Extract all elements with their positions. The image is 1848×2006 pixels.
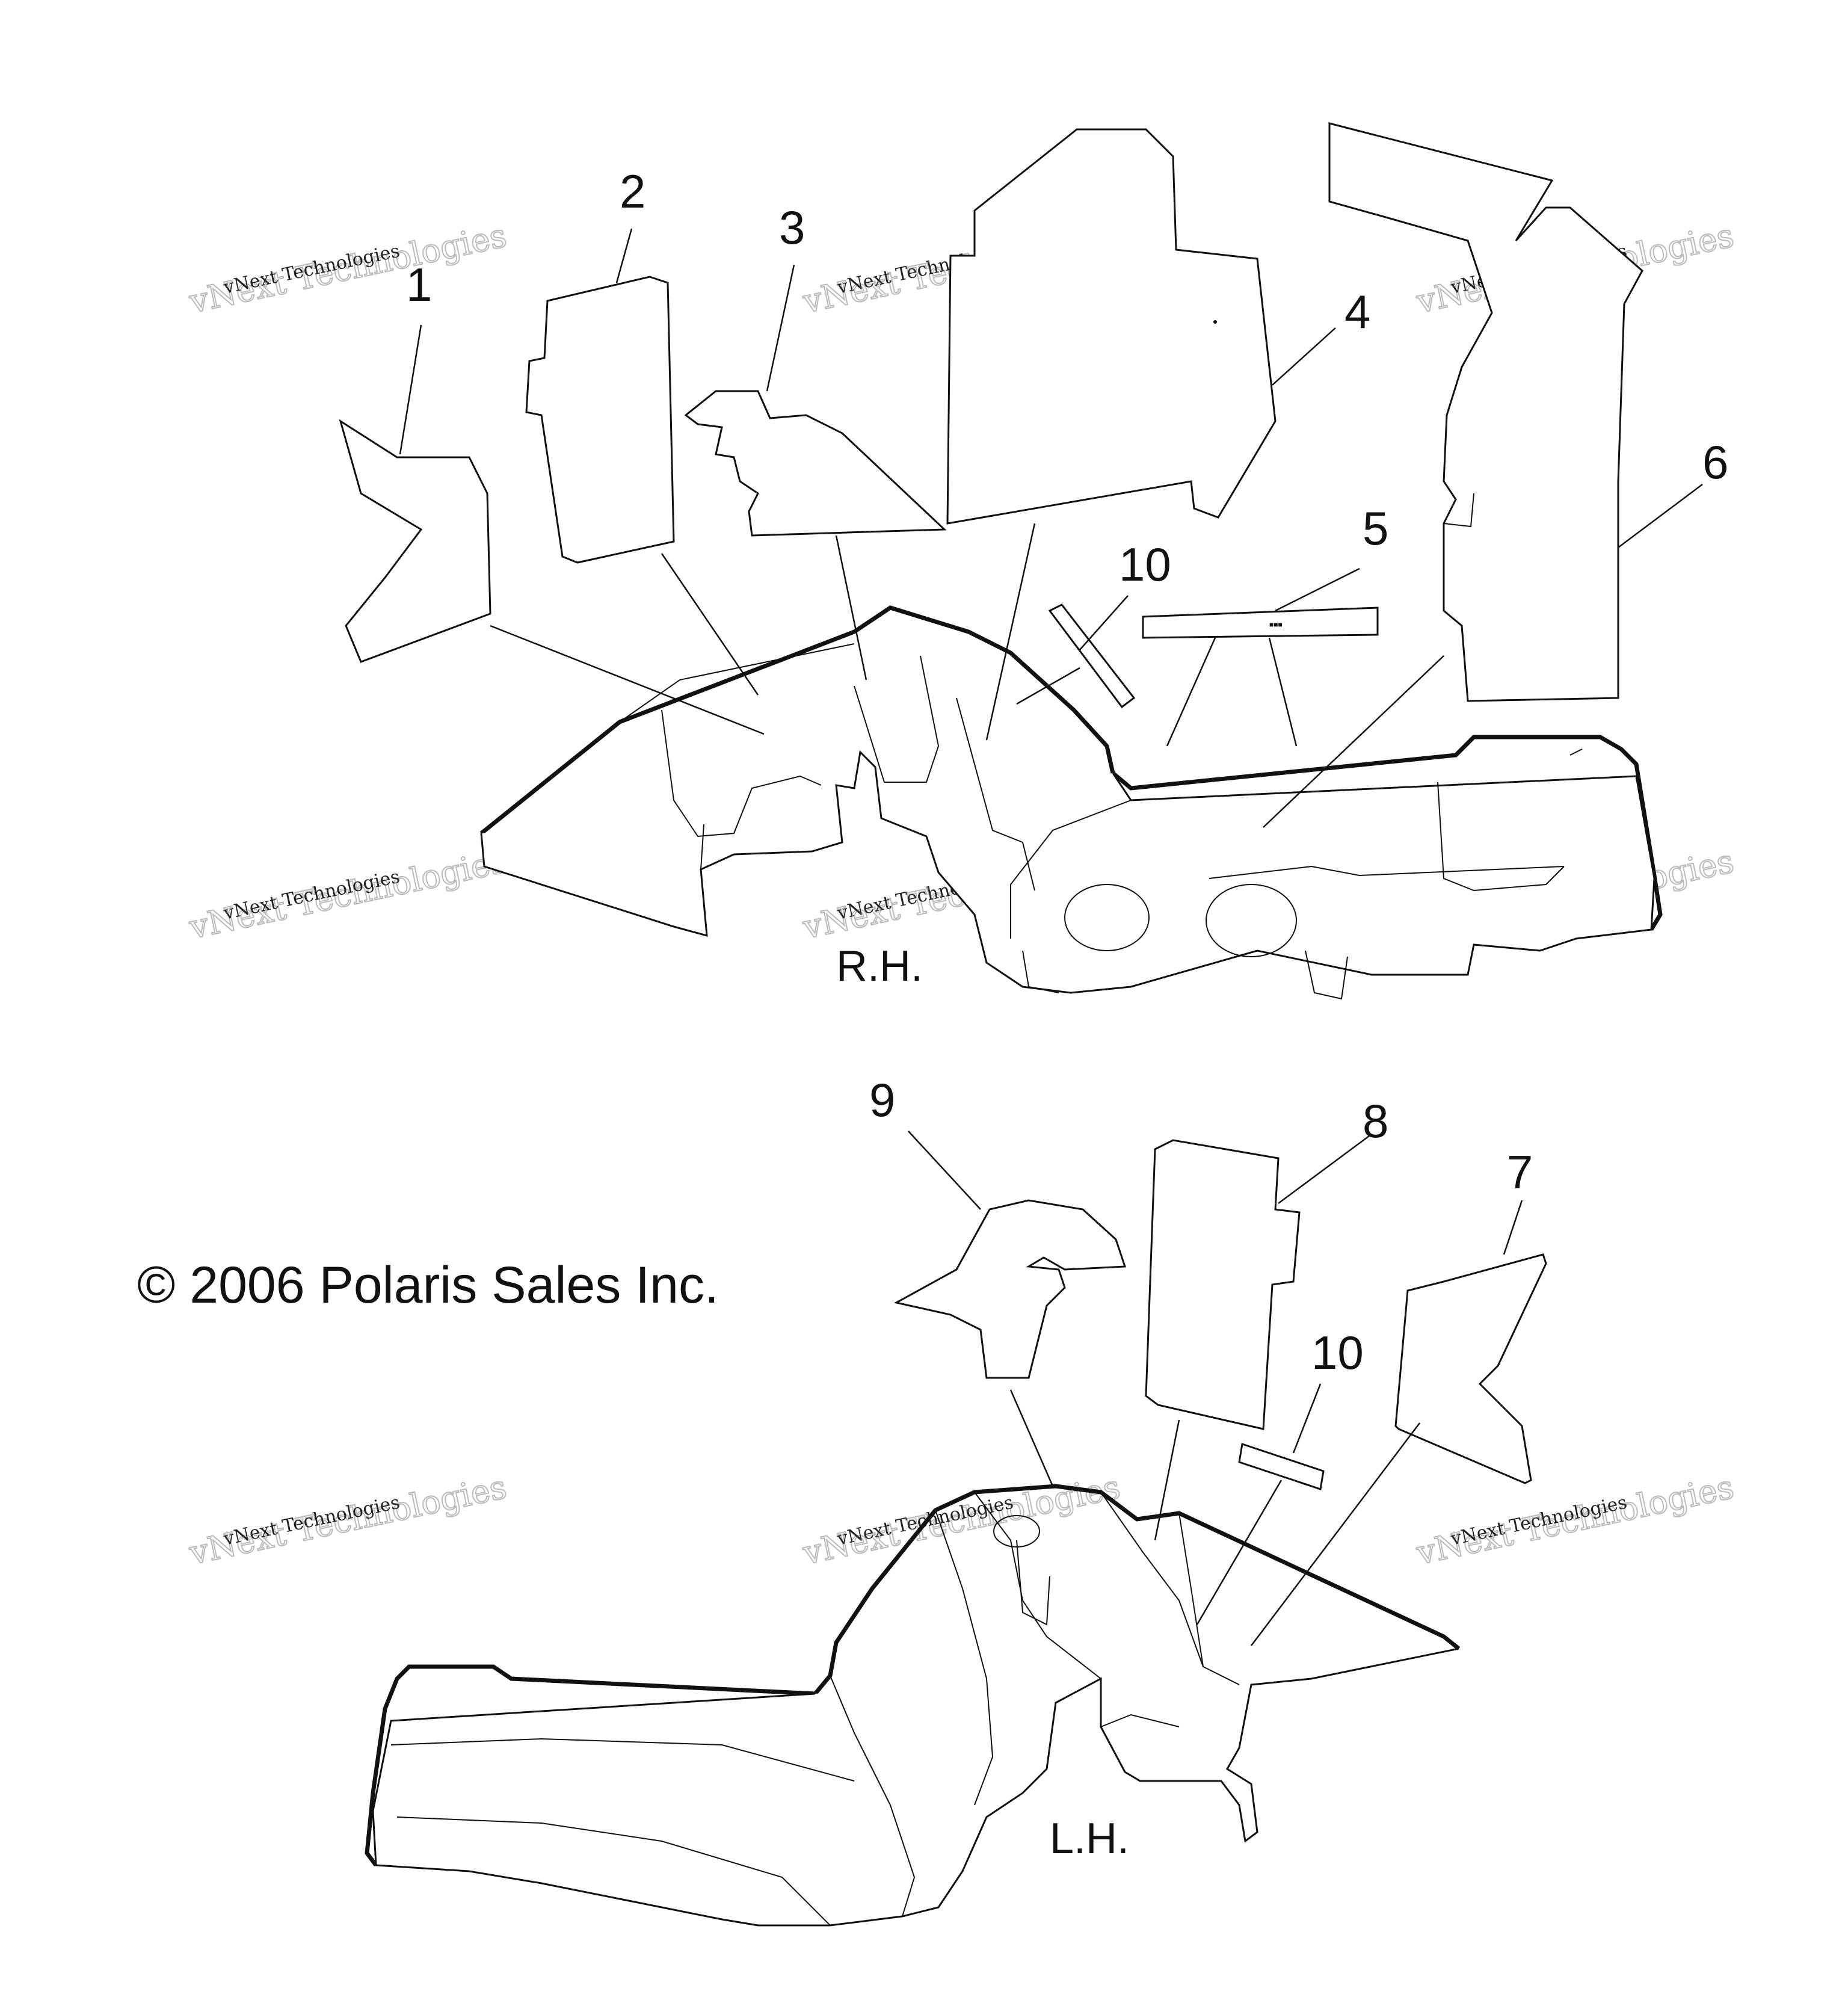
rh-fender [479, 605, 1663, 1000]
callout-1: 1 [406, 258, 432, 311]
part-6-notch [1443, 493, 1474, 528]
leader-9b [1009, 1389, 1054, 1487]
leader-9 [908, 1131, 981, 1210]
leader-6 [1618, 484, 1703, 548]
part-7-panel [1394, 1253, 1547, 1484]
callout-5: 5 [1363, 502, 1388, 555]
part-4-panel [946, 128, 1277, 525]
part-3-panel [684, 390, 947, 537]
rh-cutout-rear [1206, 884, 1297, 957]
watermark: vNext Technologies vNext Technologies [799, 1467, 1124, 1573]
leader-7 [1503, 1200, 1523, 1255]
watermark: vNext Technologies vNext Technologies [185, 216, 511, 321]
lh-fender [365, 1484, 1461, 1927]
callout-4: 4 [1344, 285, 1370, 338]
callout-6: 6 [1702, 436, 1728, 489]
leader-3b [835, 535, 867, 680]
rh-label: R.H. [836, 942, 923, 990]
lh-assembly: 9 8 7 10 L.H. [365, 1073, 1547, 1927]
part-6-panel [1328, 122, 1643, 702]
part-1-panel [339, 419, 491, 663]
leader-2 [615, 228, 633, 283]
part-5-mark: ■■■ [1269, 620, 1283, 629]
part-5-strip [1142, 606, 1379, 639]
part-10-strip-lower [1238, 1443, 1325, 1490]
leader-1b [490, 625, 765, 735]
part-9-panel [893, 1199, 1127, 1379]
callout-10-lower: 10 [1311, 1326, 1364, 1379]
leader-6b [1263, 655, 1444, 828]
leader-5c [1268, 637, 1298, 747]
leader-10b [1016, 667, 1080, 705]
watermark: vNext Technologies vNext Technologies [1412, 1467, 1738, 1573]
callout-2: 2 [620, 165, 645, 218]
leader-7b [1251, 1422, 1420, 1646]
part-10-strip-upper [1048, 603, 1136, 709]
part-4-dot [1213, 320, 1217, 324]
callout-7: 7 [1507, 1146, 1533, 1199]
leader-10-lower-b [1196, 1480, 1283, 1625]
rh-assembly: ■■■ [339, 122, 1728, 1000]
leader-10 [1079, 595, 1129, 650]
rh-cutout-front [1064, 884, 1150, 951]
callout-8: 8 [1363, 1094, 1388, 1147]
leader-4 [1272, 327, 1336, 386]
callout-10-upper: 10 [1119, 538, 1171, 591]
callout-3: 3 [779, 201, 805, 254]
leader-8 [1278, 1133, 1372, 1205]
leader-1 [399, 324, 422, 455]
leader-5 [1275, 567, 1360, 612]
part-2-panel [525, 276, 675, 564]
leader-3 [766, 264, 795, 392]
leader-4b [985, 523, 1036, 741]
leader-8b [1154, 1419, 1180, 1541]
watermark: vNext Technologies vNext Technologies [185, 842, 511, 947]
leader-10-lower [1292, 1383, 1322, 1454]
part-8-panel [1145, 1139, 1301, 1430]
callout-9: 9 [869, 1073, 895, 1126]
leader-2b [661, 553, 759, 696]
copyright-notice: © 2006 Polaris Sales Inc. [137, 1256, 719, 1314]
leader-5b [1166, 637, 1216, 747]
lh-label: L.H. [1050, 1815, 1129, 1863]
watermark: vNext Technologies vNext Technologies [185, 1467, 511, 1573]
